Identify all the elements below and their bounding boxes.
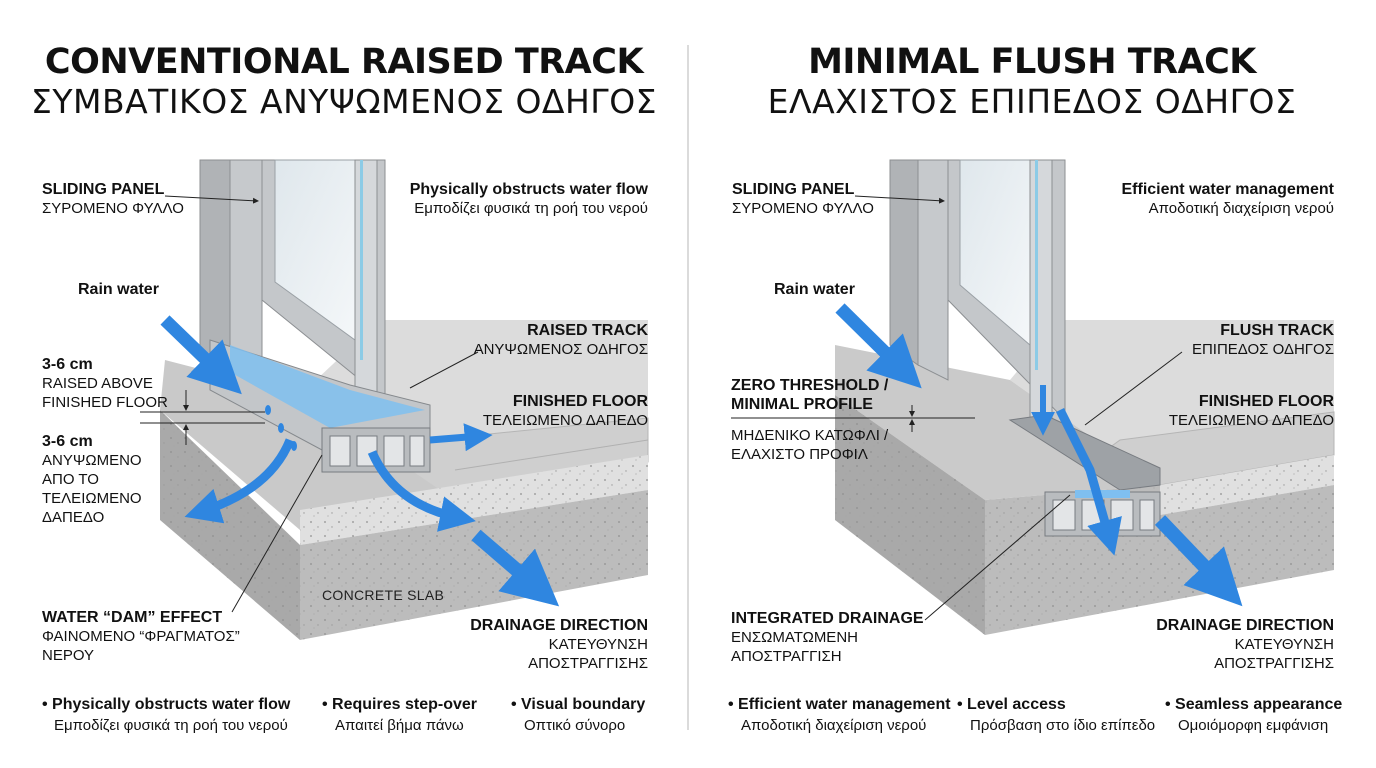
right-illustration xyxy=(731,159,1335,635)
left-height-gr-label: 3-6 cm ΑΝΥΨΩΜΕΝΟ ΑΠΟ ΤΟ ΤΕΛΕΙΩΜΕΝΟ ΔΑΠΕΔ… xyxy=(42,433,142,526)
left-drainage-label: DRAINAGE DIRECTION ΚΑΤΕΥΘΥΝΣΗ ΑΠΟΣΤΡΑΓΓΙ… xyxy=(470,617,648,672)
right-integrated-drainage-label: INTEGRATED DRAINAGE ΕΝΣΩΜΑΤΩΜΕΝΗ ΑΠΟΣΤΡΑ… xyxy=(731,610,924,665)
left-bullet-1: • Physically obstructs water flow Εμποδί… xyxy=(42,696,291,734)
left-rain-water-label: Rain water xyxy=(78,281,159,298)
left-obstructs-label: Physically obstructs water flow Εμποδίζε… xyxy=(409,181,648,217)
left-pooled-water xyxy=(230,345,425,428)
left-concrete-slab-label: CONCRETE SLAB xyxy=(322,587,445,603)
left-height-en-label: 3-6 cm RAISED ABOVE FINISHED FLOOR xyxy=(42,356,168,411)
right-efficient-label: Efficient water management Αποδοτική δια… xyxy=(1121,181,1335,217)
right-channel-arrow xyxy=(1055,407,1122,556)
left-drainage-arrow xyxy=(471,529,560,607)
right-bullet-2: • Level access Πρόσβαση στο ίδιο επίπεδο xyxy=(957,696,1156,734)
right-sliding-panel-label: SLIDING PANEL ΣΥΡΟΜΕΝΟ ΦΥΛΛΟ xyxy=(732,181,874,217)
left-finished-floor-label: FINISHED FLOOR ΤΕΛΕΙΩΜΕΝΟ ΔΑΠΕΔΟ xyxy=(482,393,648,429)
left-illustration xyxy=(140,159,649,640)
left-dam-arrow xyxy=(184,438,295,524)
left-sliding-panel-label: SLIDING PANEL ΣΥΡΟΜΕΝΟ ΦΥΛΛΟ xyxy=(42,181,184,217)
right-drainage-label: DRAINAGE DIRECTION ΚΑΤΕΥΘΥΝΣΗ ΑΠΟΣΤΡΑΓΓΙ… xyxy=(1156,617,1334,672)
right-flush-track-label: FLUSH TRACK ΕΠΙΠΕΔΟΣ ΟΔΗΓΟΣ xyxy=(1191,322,1334,358)
left-dam-effect-label: WATER “DAM” EFFECT ΦΑΙΝΟΜΕΝΟ “ΦΡΑΓΜΑΤΟΣ”… xyxy=(42,609,240,664)
right-finished-floor-label: FINISHED FLOOR ΤΕΛΕΙΩΜΕΝΟ ΔΑΠΕΔΟ xyxy=(1168,393,1334,429)
left-raised-track-label: RAISED TRACK ΑΝΥΨΩΜΕΝΟΣ ΟΔΗΓΟΣ xyxy=(473,322,648,358)
left-title: CONVENTIONAL RAISED TRACK ΣΥΜΒΑΤΙΚΟΣ ΑΝΥ… xyxy=(0,42,688,122)
left-title-en: CONVENTIONAL RAISED TRACK xyxy=(44,42,644,82)
left-title-gr: ΣΥΜΒΑΤΙΚΟΣ ΑΝΥΨΩΜΕΝΟΣ ΟΔΗΓΟΣ xyxy=(30,82,658,121)
right-title: MINIMAL FLUSH TRACK ΕΛΑΧΙΣΤΟΣ ΕΠΙΠΕΔΟΣ Ο… xyxy=(688,42,1376,122)
right-bullet-3: • Seamless appearance Ομοιόμορφη εμφάνισ… xyxy=(1165,696,1343,734)
right-bullet-1: • Efficient water management Αποδοτική δ… xyxy=(728,696,951,734)
right-rain-water-label: Rain water xyxy=(774,281,855,298)
right-title-en: MINIMAL FLUSH TRACK xyxy=(808,42,1256,82)
right-zero-threshold-gr-label: ΜΗΔΕΝΙΚΟ ΚΑΤΩΦΛΙ / ΕΛΑΧΙΣΤΟ ΠΡΟΦΙΛ xyxy=(731,427,889,463)
left-rain-arrow xyxy=(160,315,242,395)
left-bullet-2: • Requires step-over Απαιτεί βήμα πάνω xyxy=(322,696,477,734)
right-frame-jamb xyxy=(889,159,919,366)
right-drainage-arrow xyxy=(1154,515,1243,607)
left-bullet-3: • Visual boundary Οπτικό σύνορο xyxy=(511,696,646,734)
right-zero-threshold-label: ZERO THRESHOLD / MINIMAL PROFILE xyxy=(731,377,889,413)
right-title-gr: ΕΛΑΧΙΣΤΟΣ ΕΠΙΠΕΔΟΣ ΟΔΗΓΟΣ xyxy=(767,82,1297,121)
right-rain-arrow xyxy=(835,303,922,389)
